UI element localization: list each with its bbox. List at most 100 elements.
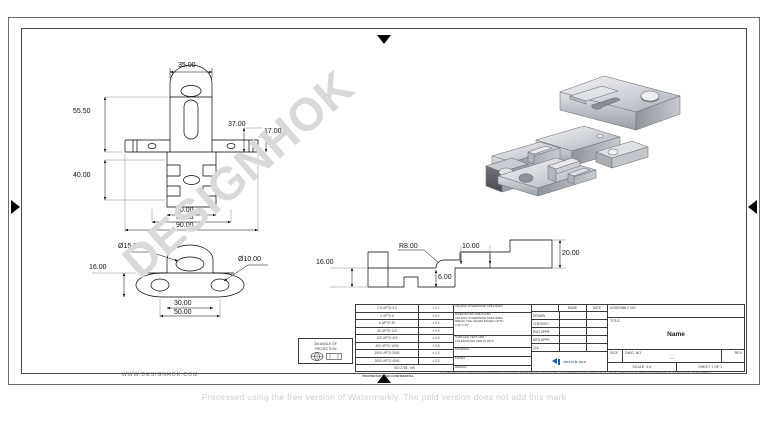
- center-marker-left: [11, 200, 20, 214]
- table-row: 3 UPTO 6 ± 0.1: [356, 312, 453, 320]
- side-view-dim-16: 16.00: [316, 259, 334, 266]
- front-view-dim-90: 90.00: [176, 222, 194, 229]
- tolerance-range: 2000 UPTO 4000: [356, 357, 419, 364]
- approval-name-cell[interactable]: [560, 328, 587, 335]
- approval-name-cell[interactable]: [560, 320, 587, 327]
- side-view-geometry: [367, 239, 553, 288]
- bottom-view-dim-dia15: Ø15.00: [118, 243, 141, 250]
- isometric-model: [485, 75, 681, 197]
- table-row: 6 UPTO 30 ± 0.2: [356, 320, 453, 328]
- company-logo: DESIGN HOK: [532, 352, 607, 371]
- front-view-dim-17: 17.00: [264, 128, 282, 135]
- bottom-view-dim-30: 30.00: [174, 300, 192, 307]
- front-view-dim-55-50: 55.50: [73, 108, 91, 115]
- title-field[interactable]: TITLE: Name: [608, 318, 744, 350]
- approval-label: MFG APPR.: [532, 336, 560, 343]
- tolerance-value: ± 0.2: [432, 321, 440, 326]
- side-view-dim-6: 6.00: [438, 274, 452, 281]
- side-view-dim-r8: R8.00: [399, 243, 418, 250]
- proprietary-label: PROPRIETARY AND CONFIDENTIAL: [362, 374, 414, 378]
- dwg-no-label: DWG. NO.: [625, 351, 643, 355]
- table-row: 400 UPTO 1000 ± 0.8: [356, 342, 453, 350]
- tolerance-range: 3 UPTO 6: [356, 312, 419, 319]
- table-row: 120 UPTO 400 ± 0.5: [356, 335, 453, 343]
- front-view-dim-30: 30.00: [176, 207, 194, 214]
- approval-row-mfg-appr[interactable]: MFG APPR.: [532, 336, 607, 344]
- approval-row-checked[interactable]: CHECKED: [532, 320, 607, 328]
- projection-label-line2: PROJECTION: [314, 346, 337, 351]
- company-logo-text: DESIGN HOK: [563, 359, 587, 364]
- approval-date-cell[interactable]: [587, 320, 607, 327]
- bottom-view-dimension-lines: [92, 251, 268, 318]
- assembly-no-field[interactable]: ASSEMBLY NO:: [608, 305, 744, 318]
- projection-block: 3rd ANGLE OF PROJECTION: [298, 338, 353, 364]
- table-row: 0.5 UPTO 3.0 ± 0.1: [356, 305, 453, 313]
- dwg-no-value: ----: [669, 355, 675, 360]
- tolerance-range: 400 UPTO 1000: [356, 342, 419, 349]
- tolerance-range: 30 UPTO 120: [356, 327, 419, 334]
- front-view-geometry: [124, 64, 259, 208]
- tolerance-standard: ISO 2768 - mK: [393, 366, 416, 370]
- approval-row-eng-appr[interactable]: ENG APPR.: [532, 328, 607, 336]
- note-dimensions: DIMENSIONS ARE IN MM UNLESS OTHERWISE SP…: [454, 313, 531, 336]
- title-label: TITLE:: [610, 319, 621, 323]
- side-view-dim-20: 20.00: [562, 250, 580, 257]
- bottom-view-geometry: [135, 244, 245, 298]
- proprietary-notice: THE INFORMATION CONTAINED IN THIS DRAWIN…: [440, 372, 712, 375]
- approval-date-cell[interactable]: [587, 344, 607, 351]
- front-view-dim-40: 40.00: [73, 172, 91, 179]
- note-finish: FINISH: [454, 357, 531, 366]
- approval-label: ENG APPR.: [532, 328, 560, 335]
- tolerance-range: 6 UPTO 30: [356, 320, 419, 327]
- approval-name-cell[interactable]: [560, 336, 587, 343]
- center-marker-bottom: [377, 374, 391, 383]
- center-marker-top: [377, 35, 391, 44]
- projection-symbol-icon: [310, 351, 342, 361]
- approvals-column: NAME DATE DRAWN CHECKED ENG APPR. MFG AP…: [532, 305, 608, 371]
- bottom-view-dim-50: 50.00: [174, 309, 192, 316]
- approval-row-qa[interactable]: Q.A.: [532, 344, 607, 352]
- scale-field: SCALE: 3:4: [608, 363, 677, 371]
- front-view-dimension-lines: [103, 68, 272, 232]
- note-surface-texture: SURFACE TEXTURE TOLERANCES PER IS 3073: [454, 336, 531, 348]
- approval-row-drawn[interactable]: DRAWN: [532, 312, 607, 320]
- title-block: 0.5 UPTO 3.0 ± 0.1 3 UPTO 6 ± 0.1 6 UPTO…: [355, 304, 745, 372]
- approval-label: CHECKED: [532, 320, 560, 327]
- footer-website-url[interactable]: WWW.DESIGNHOK.COM: [121, 372, 199, 378]
- approval-label: DRAWN: [532, 312, 560, 319]
- note-unless-specified: UNLESS OTHERWISE SPECIFIED:: [454, 305, 531, 313]
- engineering-drawing-canvas: [92, 64, 681, 318]
- title-identification-block: ASSEMBLY NO: TITLE: Name SIZE DWG. NO. -…: [608, 305, 744, 371]
- side-view-dim-10: 10.00: [462, 243, 480, 250]
- tolerance-value: ± 2.0: [432, 358, 440, 363]
- approval-date-cell[interactable]: [587, 328, 607, 335]
- projection-label-line1: 3rd ANGLE OF: [314, 341, 337, 346]
- tolerance-range: 120 UPTO 400: [356, 335, 419, 342]
- approval-label: Q.A.: [532, 344, 560, 351]
- note-material: MATERIAL: [454, 348, 531, 357]
- side-view-dimension-lines: [330, 239, 566, 288]
- table-row: 1000 UPTO 2000 ± 1.2: [356, 350, 453, 358]
- front-view-dim-37: 37.00: [228, 121, 246, 128]
- tolerance-table: 0.5 UPTO 3.0 ± 0.1 3 UPTO 6 ± 0.1 6 UPTO…: [356, 305, 454, 371]
- note-weight: WEIGHT: [455, 366, 467, 369]
- tolerance-value: ± 0.5: [432, 336, 440, 341]
- drawing-inner-frame: [21, 28, 747, 374]
- tolerance-value: ± 1.2: [432, 351, 440, 356]
- front-view-dim-50-33: 50.33: [176, 214, 194, 221]
- rev-field: REV: [734, 351, 742, 355]
- center-marker-right: [748, 200, 757, 214]
- approvals-col-date: DATE: [592, 306, 602, 310]
- approval-name-cell[interactable]: [560, 344, 587, 351]
- bottom-view-dim-dia10: Ø10.00: [238, 256, 261, 263]
- front-view-dim-35: 35.00: [178, 62, 196, 69]
- drawing-title-value: Name: [667, 330, 685, 338]
- designhok-logo-icon: [552, 358, 561, 365]
- tolerance-value: ± 0.1: [432, 313, 440, 318]
- approval-date-cell[interactable]: [587, 336, 607, 343]
- size-field: SIZE: [608, 350, 623, 362]
- dwg-no-field[interactable]: DWG. NO. ----: [623, 350, 722, 362]
- tolerance-value: ± 0.3: [432, 328, 440, 333]
- approval-date-cell[interactable]: [587, 312, 607, 319]
- approval-name-cell[interactable]: [560, 312, 587, 319]
